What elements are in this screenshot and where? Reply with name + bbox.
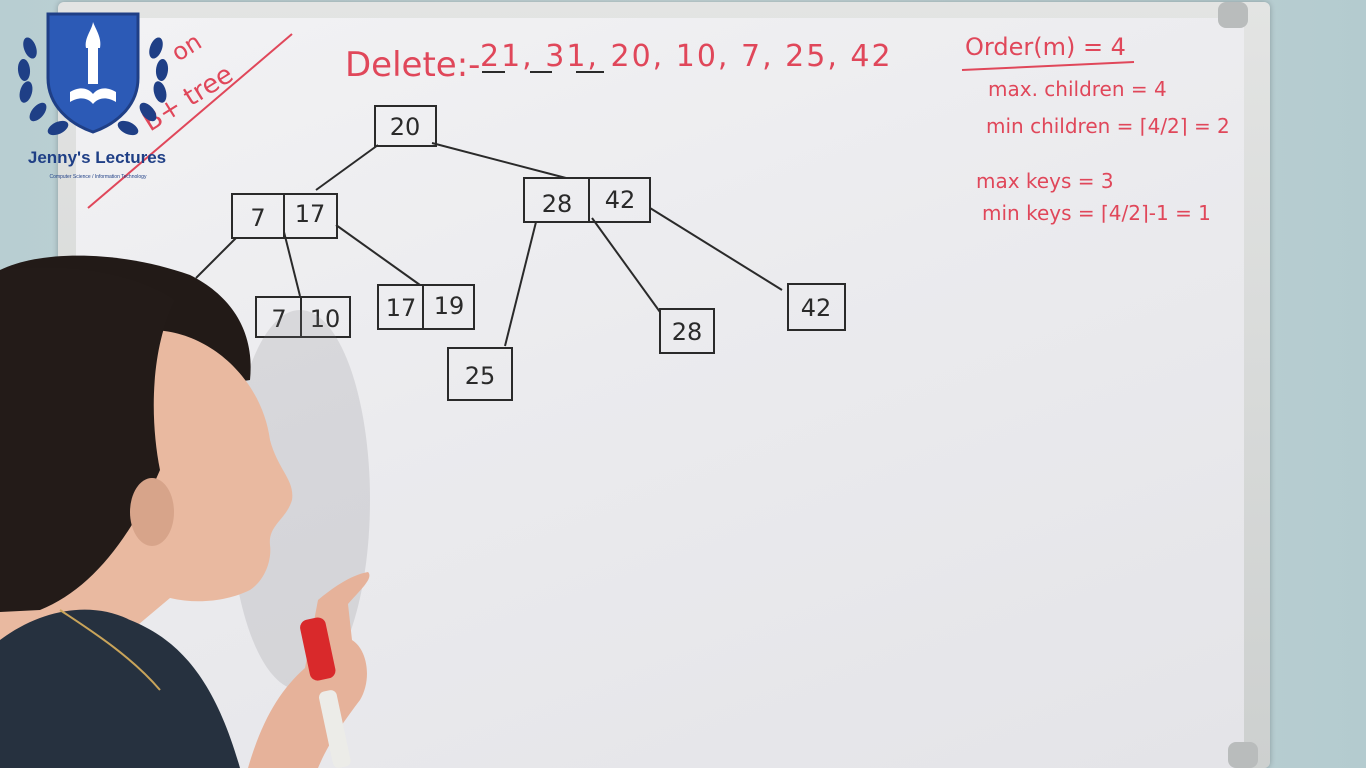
logo-subtitle: Computer Science / Information Technolog… [49,174,147,180]
tree-leaf-2 [377,284,475,330]
marker-cap [318,690,351,768]
tree-key: 7 [271,305,286,333]
tree-key: 10 [310,305,341,333]
tree-leaf-1 [255,296,351,338]
note-min-keys: min keys = ⌈4/2⌉-1 = 1 [982,201,1211,225]
note-order: Order(m) = 4 [965,33,1126,61]
presenter-shirt [0,609,240,768]
corner-note-line [87,33,293,209]
channel-logo: Jenny's Lectures Computer Science / Info… [8,8,178,183]
delete-label: Delete:- [345,45,480,85]
tree-key: 17 [386,294,417,322]
delete-sequence: 21, 31, 20, 10, 7, 25, 42 [480,39,893,74]
tree-key: 7 [250,204,265,232]
logo-emblem [17,12,169,136]
tree-key: 19 [434,292,465,320]
note-underline [961,61,1135,71]
tree-node-root [374,105,437,147]
tree-leaf-5 [787,283,846,331]
whiteboard-corner [1218,2,1248,28]
note-max-keys: max keys = 3 [976,169,1114,193]
tree-key: 25 [465,362,496,390]
tree-leaf-4 [659,308,715,354]
presenter-hair-side [0,267,175,612]
tree-key: 42 [801,294,832,322]
whiteboard-corner [1228,742,1258,768]
whiteboard [76,18,1244,768]
tree-key: 28 [542,190,573,218]
torch-icon [88,48,98,84]
tree-key: 28 [672,318,703,346]
red-marker [300,617,336,681]
tree-leaf-3 [447,347,513,401]
flame-icon [85,22,101,48]
book-icon [70,88,116,104]
presenter-ear [130,478,174,546]
tree-key: 42 [605,186,636,214]
note-max-children: max. children = 4 [988,77,1167,101]
note-min-children: min children = ⌈4/2⌉ = 2 [986,114,1230,138]
tree-edges [195,142,783,347]
tree-node-right-internal [523,177,651,223]
presenter-necklace [59,609,161,691]
logo-title: Jenny's Lectures [27,148,167,167]
tree-key: 17 [295,200,326,228]
tree-key: 20 [390,113,421,141]
